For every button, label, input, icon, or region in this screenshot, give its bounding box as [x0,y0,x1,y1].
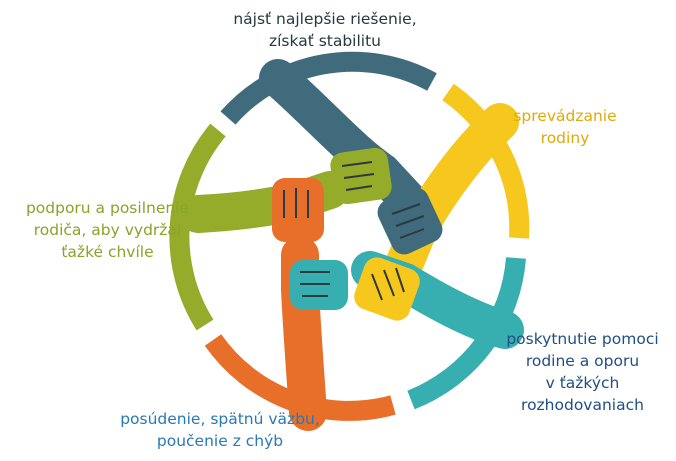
label-bottom: posúdenie, spätnú väzbu, poučenie z chýb [95,408,345,452]
label-left: podporu a posilnenie rodiča, aby vydržal… [0,197,215,263]
ring-arc-teal [407,257,526,410]
ring-arc-yellow [442,83,530,239]
label-right: sprevádzanie rodiny [490,105,640,149]
label-bottom-right-line-3: v ťažkých [545,374,620,392]
label-right-line-2: rodiny [540,129,590,147]
fist-slate [377,187,443,255]
label-bottom-line-1: posúdenie, spätnú väzbu, [120,410,320,428]
fist-olive [330,147,392,205]
ring-arc-olive [169,123,226,331]
label-top-line-1: nájsť najlepšie riešenie, [233,10,417,28]
label-bottom-right-line-2: rodine a oporu [525,352,640,370]
ring-arc-slate [220,51,437,125]
label-bottom-right-line-4: rozhodovaniach [521,396,644,414]
label-left-line-1: podporu a posilnenie [25,199,190,217]
fist-orange [272,178,324,242]
label-left-line-3: ťažké chvíle [61,243,154,261]
fist-teal [290,260,348,310]
label-right-line-1: sprevádzanie [513,107,617,125]
label-bottom-line-2: poučenie z chýb [156,432,284,450]
label-bottom-right: poskytnutie pomoci rodine a oporu v ťažk… [490,328,675,416]
label-top: nájsť najlepšie riešenie, získať stabili… [200,8,450,52]
label-top-line-2: získať stabilitu [268,32,382,50]
label-bottom-right-line-1: poskytnutie pomoci [506,330,659,348]
label-left-line-2: rodiča, aby vydržal [33,221,182,239]
fist-yellow [354,257,420,321]
